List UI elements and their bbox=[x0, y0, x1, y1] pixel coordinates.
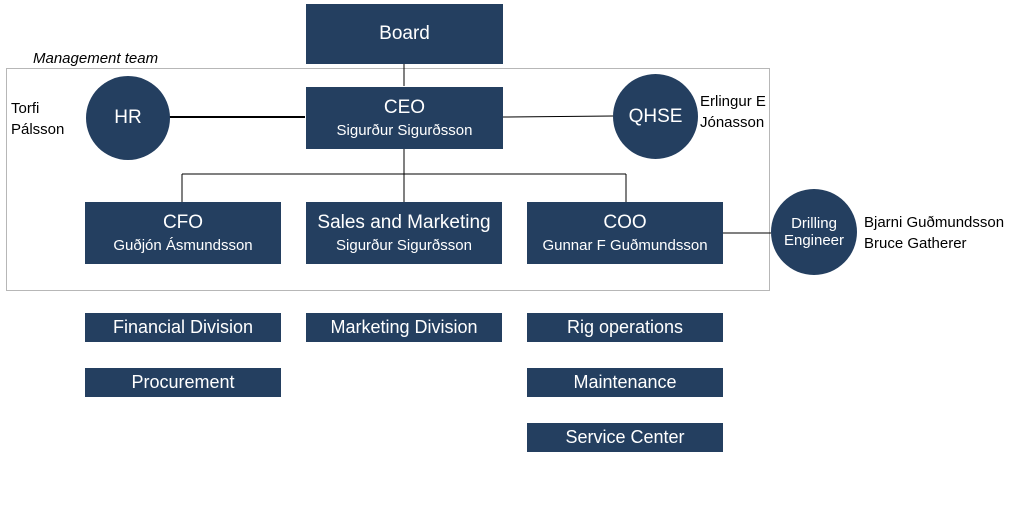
coo-title: COO bbox=[603, 211, 647, 233]
drilling-title-line1: Drilling bbox=[791, 214, 837, 232]
sales-title: Sales and Marketing bbox=[317, 211, 491, 233]
hr-title: HR bbox=[114, 107, 142, 129]
sales-box: Sales and Marketing Sigurður Sigurðsson bbox=[306, 202, 502, 264]
maintenance-box: Maintenance bbox=[527, 368, 723, 397]
drilling-engineer-circle: Drilling Engineer bbox=[771, 189, 857, 275]
rig-operations-box: Rig operations bbox=[527, 313, 723, 342]
ceo-name: Sigurður Sigurðsson bbox=[336, 121, 473, 139]
cfo-box: CFO Guðjón Ásmundsson bbox=[85, 202, 281, 264]
qhse-circle: QHSE bbox=[613, 74, 698, 159]
qhse-person-line1: Erlingur E bbox=[700, 93, 766, 110]
hr-person: Torfi Pálsson bbox=[11, 98, 64, 140]
hr-person-line2: Pálsson bbox=[11, 121, 65, 138]
ceo-title: CEO bbox=[383, 96, 426, 118]
management-team-frame bbox=[6, 68, 770, 291]
drilling-person-line2: Bruce Gatherer bbox=[864, 235, 967, 252]
service-center-box: Service Center bbox=[527, 423, 723, 452]
coo-name: Gunnar F Guðmundsson bbox=[542, 236, 708, 254]
management-team-label: Management team bbox=[33, 50, 159, 67]
cfo-title: CFO bbox=[162, 211, 204, 233]
hr-person-line1: Torfi bbox=[11, 100, 40, 117]
coo-box: COO Gunnar F Guðmundsson bbox=[527, 202, 723, 264]
board-box: Board bbox=[306, 4, 503, 64]
drilling-title-line2: Engineer bbox=[783, 232, 845, 249]
drilling-persons: Bjarni Guðmundsson Bruce Gatherer bbox=[864, 212, 1004, 254]
financial-division-box: Financial Division bbox=[85, 313, 281, 342]
qhse-title: QHSE bbox=[628, 105, 683, 127]
board-title: Board bbox=[379, 23, 430, 45]
drilling-person-line1: Bjarni Guðmundsson bbox=[864, 214, 1005, 231]
sales-name: Sigurður Sigurðsson bbox=[336, 236, 472, 254]
ceo-qhse-connector bbox=[502, 115, 614, 118]
qhse-person: Erlingur E Jónasson bbox=[700, 91, 766, 133]
marketing-division-box: Marketing Division bbox=[306, 313, 502, 342]
hr-circle: HR bbox=[86, 76, 170, 160]
ceo-box: CEO Sigurður Sigurðsson bbox=[306, 87, 503, 149]
cfo-name: Guðjón Ásmundsson bbox=[113, 236, 253, 254]
qhse-person-line2: Jónasson bbox=[700, 114, 765, 131]
procurement-box: Procurement bbox=[85, 368, 281, 397]
